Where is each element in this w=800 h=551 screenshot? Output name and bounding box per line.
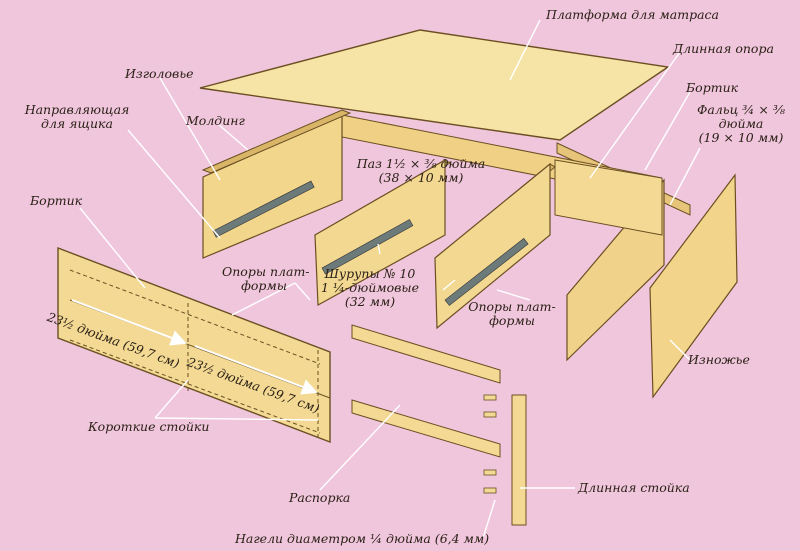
- label-platform-supports-right-line1: Опоры плат-: [468, 299, 556, 314]
- label-headboard: Изголовье: [125, 66, 194, 81]
- label-groove: Паз 1½ × ⅜ дюйма (38 × 10 мм): [355, 157, 487, 185]
- label-platform-supports-left-line1: Опоры плат-: [222, 264, 310, 279]
- spacer-upper: [351, 324, 501, 384]
- dimension-arrow-1: [71, 299, 187, 346]
- long-post: [511, 394, 527, 526]
- label-platform-supports-left: Опоры плат- формы: [222, 264, 310, 293]
- label-screws-line2: 1 ¼-дюймовые: [321, 280, 419, 295]
- label-platform-supports-right-line2: формы: [489, 313, 535, 328]
- label-side-left: Бортик: [30, 193, 83, 208]
- label-side-right: Бортик: [686, 80, 739, 95]
- label-screws: Шурупы № 10 1 ¼-дюймовые (32 мм): [305, 267, 435, 309]
- label-groove-line1: Паз 1½ × ⅜ дюйма: [356, 156, 486, 171]
- label-rabbet-line2: дюйма: [718, 116, 764, 131]
- right-support: [434, 162, 556, 330]
- spacer-lower: [351, 399, 501, 458]
- label-drawer-guide-line1: Направляющая: [24, 102, 130, 117]
- dowels: [483, 394, 497, 494]
- mattress-platform: [199, 29, 670, 141]
- label-long-support: Длинная опора: [673, 41, 774, 56]
- label-footboard: Изножье: [688, 352, 750, 367]
- label-molding: Молдинг: [186, 113, 245, 128]
- label-long-post: Длинная стойка: [578, 480, 690, 495]
- center-support: [314, 158, 451, 306]
- label-rabbet-line1: Фальц ¾ × ⅜: [697, 102, 785, 117]
- label-dowels: Нагели диаметром ¼ дюйма (6,4 мм): [235, 531, 490, 546]
- drawer-slide-center: [321, 219, 414, 275]
- drawer-slide-right: [444, 238, 529, 306]
- label-platform-supports-right: Опоры плат- формы: [462, 300, 562, 328]
- label-groove-line2: (38 × 10 мм): [378, 170, 464, 185]
- label-rabbet: Фальц ¾ × ⅜ дюйма (19 × 10 мм): [690, 103, 792, 145]
- headboard: [201, 109, 352, 259]
- label-screws-line3: (32 мм): [344, 294, 396, 309]
- label-platform-supports-left-line2: формы: [241, 278, 287, 293]
- label-rabbet-line3: (19 × 10 мм): [698, 130, 784, 145]
- label-drawer-guide: Направляющая для ящика: [18, 103, 136, 131]
- label-drawer-guide-line2: для ящика: [41, 116, 113, 131]
- label-platform: Платформа для матраса: [546, 7, 719, 22]
- leader-lines: [79, 19, 701, 539]
- label-spacer: Распорка: [289, 490, 351, 505]
- label-screws-line1: Шурупы № 10: [324, 266, 416, 281]
- dimension-arrow-2: [194, 345, 318, 395]
- drawer-slide-left: [212, 180, 315, 238]
- label-short-posts: Короткие стойки: [88, 419, 210, 434]
- long-support: [341, 114, 663, 236]
